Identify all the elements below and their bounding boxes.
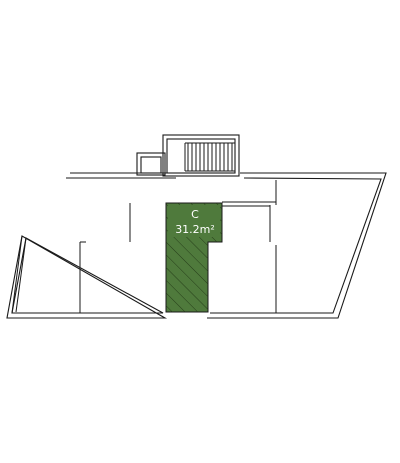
unit-c-label-backdrop (168, 205, 220, 237)
unit-name-label: C (191, 208, 199, 221)
stair-treads (184, 142, 235, 172)
stair-block (136, 134, 240, 177)
interior-walls (79, 180, 277, 313)
unit-area-label: 31.2m² (175, 223, 215, 236)
unit-c[interactable]: C 31.2m² (165, 202, 223, 313)
outer-walls (6, 172, 387, 319)
